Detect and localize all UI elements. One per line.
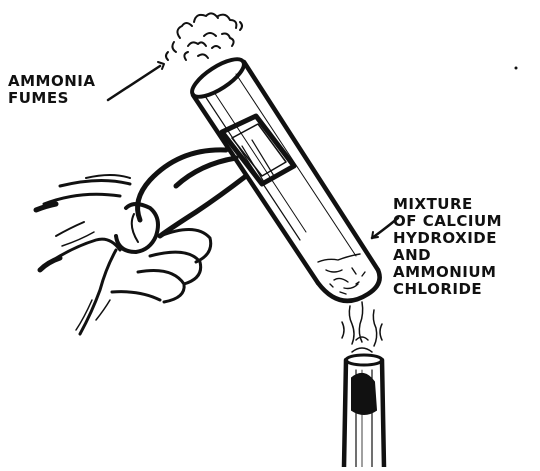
tube-holder-handle xyxy=(138,150,246,236)
mixture-label-line-6: CHLORIDE xyxy=(393,281,502,298)
ammonia-fumes-label: AMMONIA FUMES xyxy=(8,73,95,107)
ammonia-fumes xyxy=(166,13,242,60)
ammonia-leader-line xyxy=(108,66,160,100)
ammonia-label-line-1: AMMONIA xyxy=(8,73,95,90)
mixture-label: MIXTURE OF CALCIUM HYDROXIDE AND AMMONIU… xyxy=(393,196,502,298)
test-tube xyxy=(187,52,380,300)
mixture-label-line-4: AND xyxy=(393,247,502,264)
hand xyxy=(36,175,211,334)
mixture-label-line-1: MIXTURE xyxy=(393,196,502,213)
dot-mark xyxy=(515,67,518,70)
burner-air-hole xyxy=(352,374,376,414)
mixture-label-line-3: HYDROXIDE xyxy=(393,230,502,247)
mixture-label-line-2: OF CALCIUM xyxy=(393,213,502,230)
flame xyxy=(342,302,382,352)
mixture-label-line-5: AMMONIUM xyxy=(393,264,502,281)
ammonia-label-line-2: FUMES xyxy=(8,90,95,107)
